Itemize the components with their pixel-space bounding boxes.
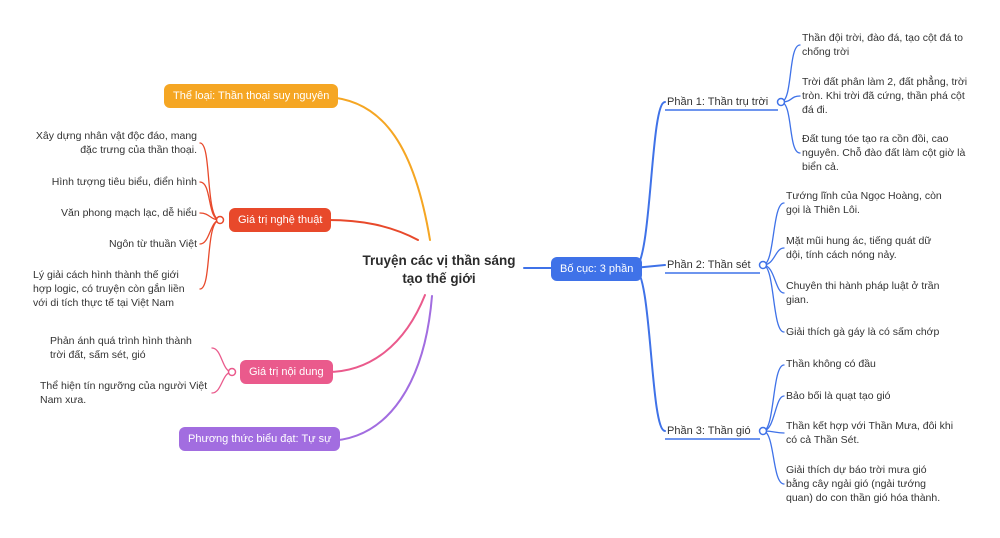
nghe-thuat-leaf[interactable]: Ngôn từ thuần Việt — [109, 238, 197, 250]
node-phan-1[interactable]: Phần 1: Thần trụ trời — [667, 96, 769, 108]
junction-phan3 — [758, 426, 768, 436]
phan1-leaf[interactable]: Thần đội trời, đào đá, tạo cột đá to chố… — [802, 32, 963, 58]
root-topic[interactable]: Truyện các vị thần sáng tạo thế giới — [362, 253, 516, 286]
connector-nghe-thuat — [327, 219, 419, 241]
phan2-leaf[interactable]: Mặt mũi hung ác, tiếng quát dữ dội, tính… — [786, 235, 932, 261]
junction-noi-dung — [227, 367, 237, 377]
phan1-leaf[interactable]: Trời đất phân làm 2, đất phẳng, trời trò… — [802, 76, 968, 116]
connector-noi-dung — [326, 294, 426, 373]
phan3-leaf[interactable]: Giải thích dự báo trời mưa gió bằng cây … — [786, 464, 941, 504]
noi-dung-leaf[interactable]: Thể hiện tín ngưỡng của người Việt Nam x… — [40, 380, 208, 406]
connector-phan1 — [633, 101, 666, 269]
phan1-leaf[interactable]: Đất tung tóe tạo ra cồn đồi, cao nguyên.… — [802, 133, 966, 173]
nghe-thuat-leaf[interactable]: Lý giải cách hình thành thế giới hợp log… — [33, 269, 185, 309]
nghe-thuat-leaf[interactable]: Văn phong mạch lạc, dễ hiểu — [60, 207, 197, 219]
phan3-leaf-connectors — [762, 364, 785, 485]
phan2-leaf[interactable]: Giải thích gà gáy là có sấm chớp — [786, 326, 940, 338]
node-gia-tri-nghe-thuat[interactable]: Giá trị nghệ thuật — [229, 208, 332, 232]
node-phuong-thuc[interactable]: Phương thức biểu đạt: Tự sự — [179, 427, 341, 451]
phan3-leaf[interactable]: Thần không có đầu — [786, 358, 876, 370]
nghe-thuat-leaf[interactable]: Xây dựng nhân vật độc đáo, mang đặc trưn… — [35, 130, 197, 156]
phan2-leaf[interactable]: Chuyên thi hành pháp luật ở trần gian. — [786, 280, 940, 306]
node-phan-2[interactable]: Phần 2: Thần sét — [667, 259, 751, 271]
junction-nghe-thuat — [215, 215, 225, 225]
noi-dung-leaf[interactable]: Phản ánh quá trình hình thành trời đất, … — [50, 335, 192, 361]
junction-phan2 — [758, 260, 768, 270]
nghe-thuat-leaf-connectors — [199, 142, 221, 290]
phan2-leaf[interactable]: Tướng lĩnh của Ngọc Hoàng, còn gọi là Th… — [786, 190, 942, 216]
phan-underlines — [665, 109, 778, 440]
node-the-loai[interactable]: Thể loại: Thần thoại suy nguyên — [164, 84, 339, 108]
node-gia-tri-noi-dung[interactable]: Giá trị nội dung — [240, 360, 333, 384]
node-bo-cuc[interactable]: Bố cục: 3 phần — [551, 257, 643, 281]
phan3-leaf[interactable]: Bảo bối là quạt tạo gió — [786, 390, 891, 402]
junction-phan1 — [776, 97, 786, 107]
phan3-leaf[interactable]: Thần kết hợp với Thần Mưa, đôi khi có cả… — [786, 420, 954, 446]
node-phan-3[interactable]: Phần 3: Thần gió — [667, 425, 751, 437]
connector-the-loai — [326, 96, 431, 241]
connector-phan3 — [633, 267, 666, 432]
nghe-thuat-leaf[interactable]: Hình tượng tiêu biểu, điển hình — [51, 176, 197, 188]
connector-phuong-thuc — [326, 295, 433, 442]
